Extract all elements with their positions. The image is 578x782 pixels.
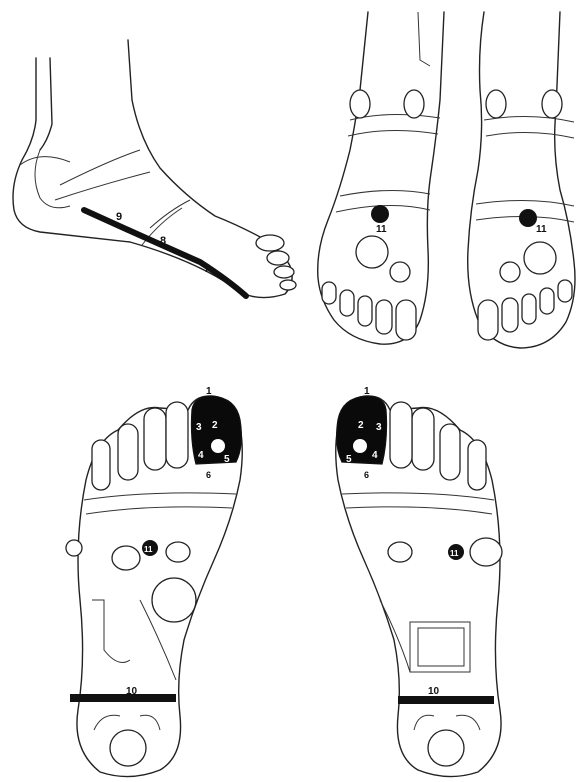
top-left-label-11: 11 xyxy=(376,224,387,235)
label-9: 9 xyxy=(116,211,122,223)
sole-r-label-10: 10 xyxy=(428,686,440,697)
sole-r-label-2: 2 xyxy=(358,420,364,431)
sole-r-toe-4 xyxy=(440,424,460,480)
sole-l-label-1: 1 xyxy=(206,386,212,397)
label-8: 8 xyxy=(160,235,166,247)
sole-l-toe-3 xyxy=(144,408,166,470)
sole-view-right: 1 2 3 4 5 6 11 10 xyxy=(336,386,502,777)
top-right-label-11: 11 xyxy=(536,224,547,235)
sole-r-label-6: 6 xyxy=(364,470,369,480)
sole-l-toe-5 xyxy=(92,440,110,490)
sole-l-label-2: 2 xyxy=(212,420,218,431)
sole-r-toe-2 xyxy=(390,402,412,468)
sole-r-toe-3 xyxy=(412,408,434,470)
sole-r-label-3: 3 xyxy=(376,422,382,433)
sole-l-label-6: 6 xyxy=(206,470,211,480)
sole-l-toe-4 xyxy=(118,424,138,480)
side-view-foot: 9 8 7 xyxy=(13,40,296,298)
sole-l-toe-2 xyxy=(166,402,188,468)
toe-1 xyxy=(256,235,284,251)
top-right-point-11 xyxy=(519,209,537,227)
sole-r-label-4: 4 xyxy=(372,450,378,461)
label-7: 7 xyxy=(204,263,210,275)
sole-r-toe-5 xyxy=(468,440,486,490)
toe-4 xyxy=(280,280,296,290)
top-left-point-11 xyxy=(371,205,389,223)
toe-2 xyxy=(267,251,289,265)
sole-l-label-5: 5 xyxy=(224,454,230,465)
sole-l-label-3: 3 xyxy=(196,422,202,433)
sole-r-label-1: 1 xyxy=(364,386,370,397)
sole-l-label-10: 10 xyxy=(126,686,138,697)
toe-3 xyxy=(274,266,294,278)
sole-view-left: 1 2 3 4 5 6 11 10 xyxy=(66,386,242,777)
sole-l-label-4: 4 xyxy=(198,450,204,461)
sole-r-label-5: 5 xyxy=(346,454,352,465)
sole-r-label-11: 11 xyxy=(450,549,459,558)
top-view-feet: 11 11 xyxy=(318,12,575,348)
sole-l-label-11: 11 xyxy=(144,545,153,554)
